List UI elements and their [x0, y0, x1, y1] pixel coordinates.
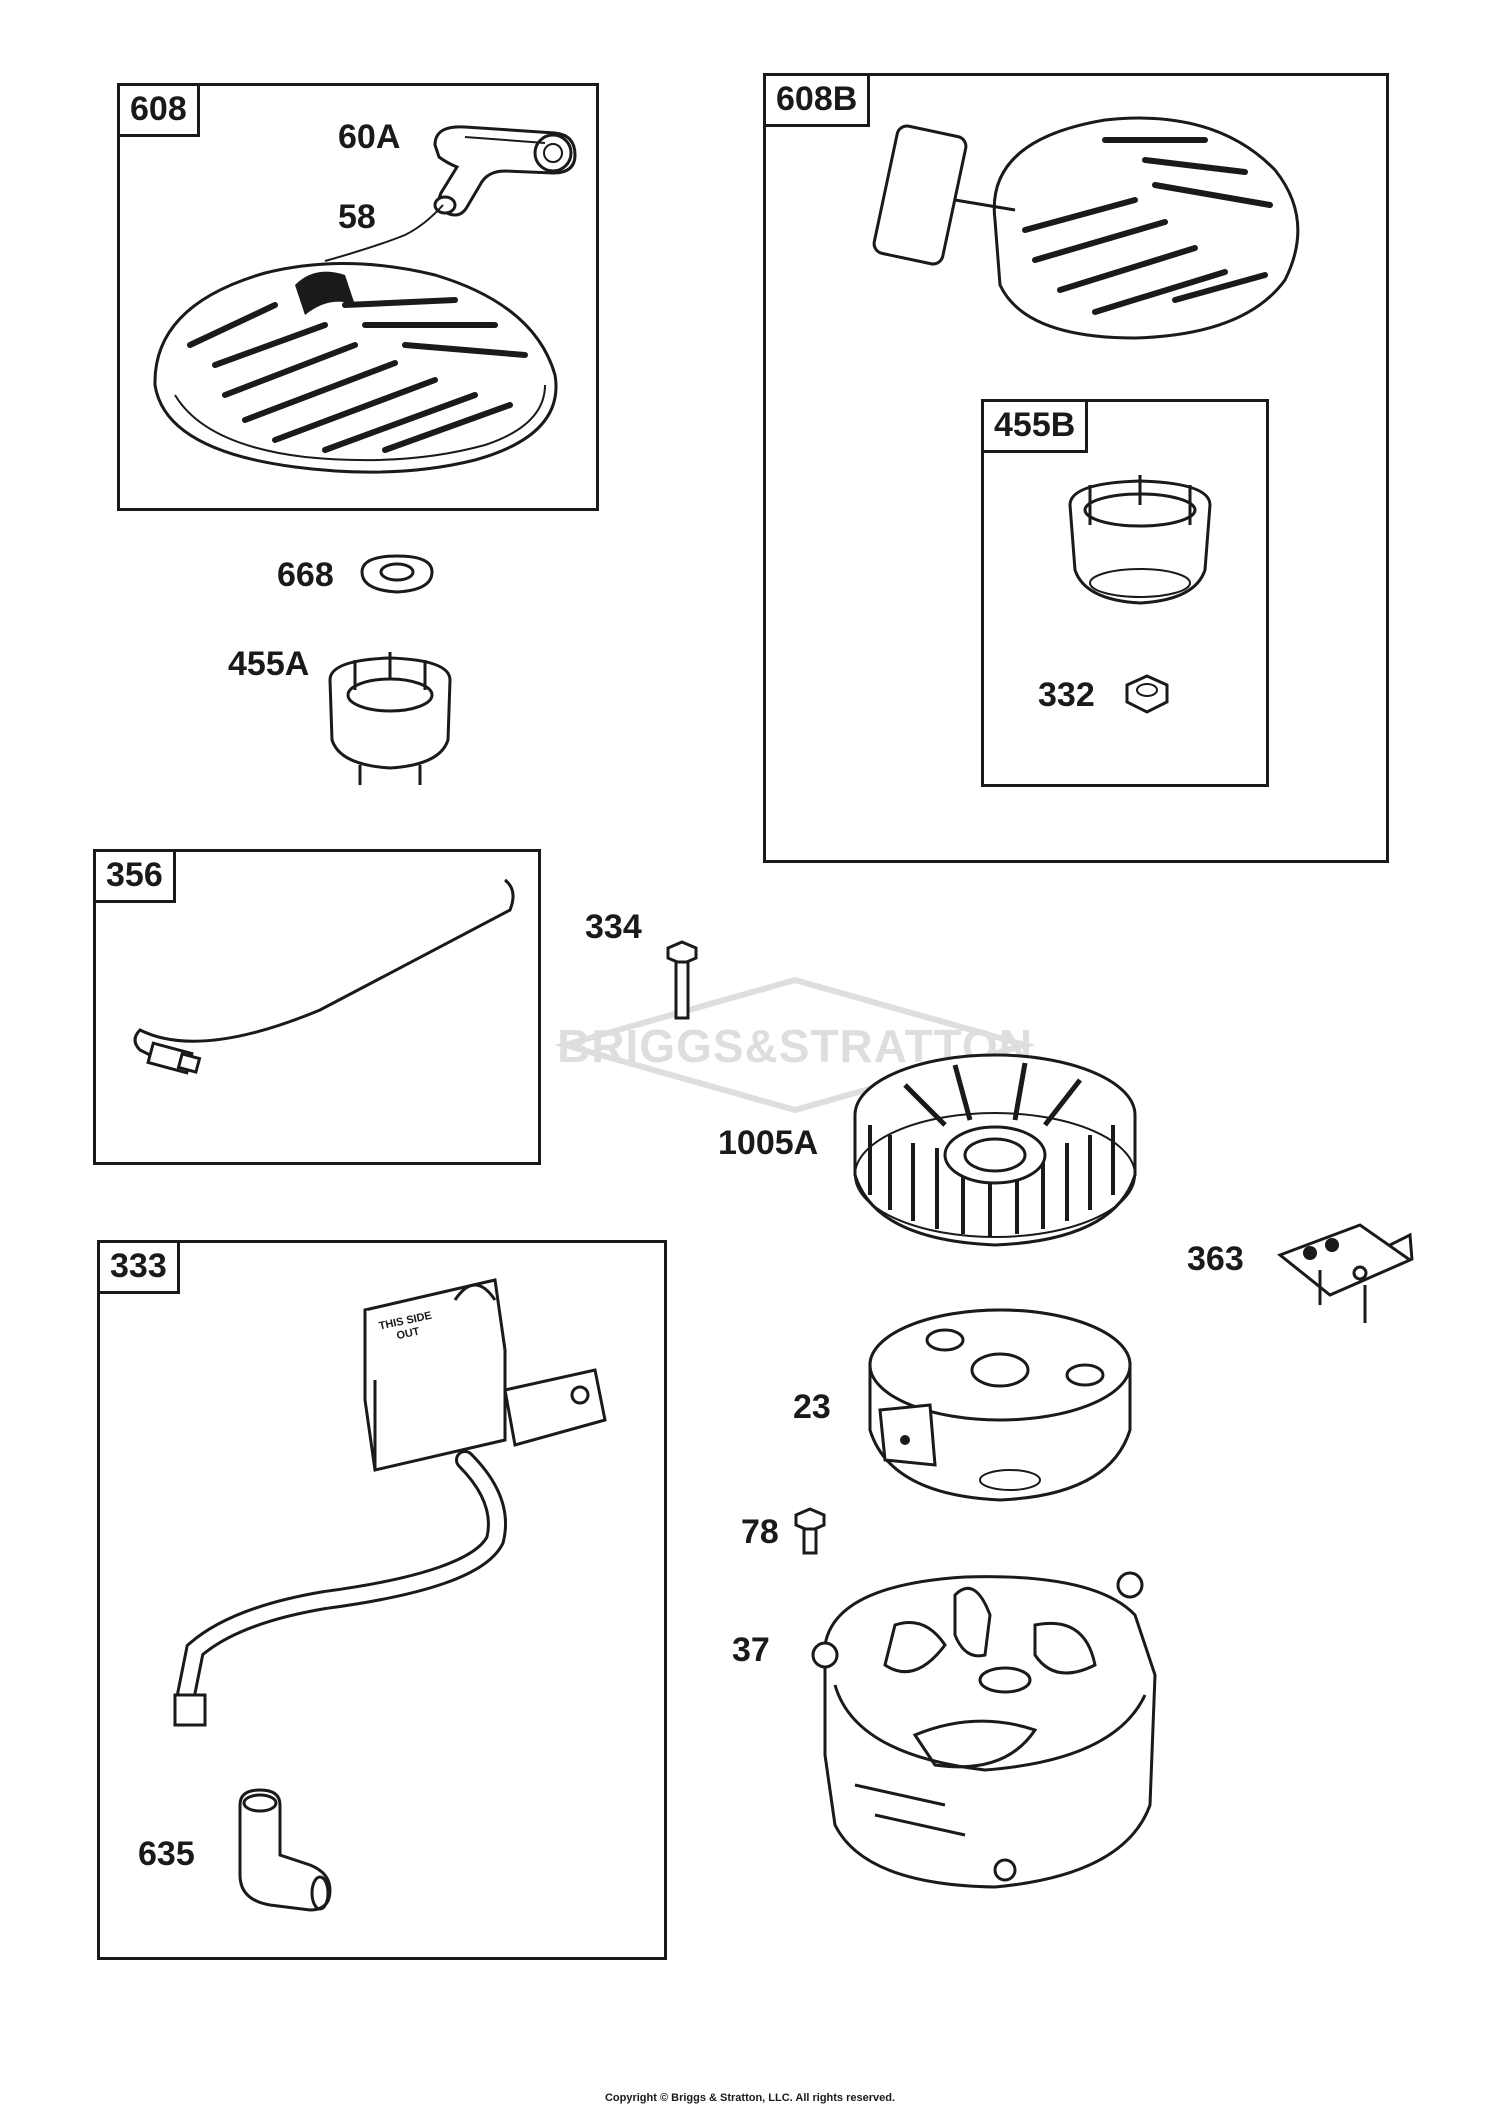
nut-332-drawing — [1125, 674, 1169, 714]
part-label-37: 37 — [732, 1631, 770, 1669]
group-box-608: 608 — [117, 83, 599, 511]
flywheel-1005a-drawing — [853, 1053, 1137, 1247]
housing-37-drawing — [811, 1571, 1157, 1889]
part-label-635: 635 — [138, 1835, 195, 1873]
part-label-1005a: 1005A — [718, 1124, 819, 1162]
part-label-60a: 60A — [338, 118, 401, 156]
copyright-notice: Copyright © Briggs & Stratton, LLC. All … — [604, 2092, 896, 2104]
group-box-455b: 455B — [981, 399, 1269, 787]
washer-668-drawing — [360, 554, 434, 594]
part-label-455a: 455A — [228, 645, 310, 683]
group-tag-356: 356 — [93, 849, 176, 903]
part-label-58: 58 — [338, 198, 376, 236]
rewind-starter-608b-drawing — [872, 116, 1300, 340]
bolt-334-drawing — [666, 940, 698, 1020]
part-label-332: 332 — [1038, 676, 1095, 714]
part-label-668: 668 — [277, 556, 334, 594]
part-label-78: 78 — [741, 1513, 779, 1551]
bracket-363-drawing — [1277, 1223, 1414, 1323]
group-tag-333: 333 — [97, 1240, 180, 1294]
group-tag-455b: 455B — [981, 399, 1089, 453]
magnet-rotor-23-drawing — [868, 1308, 1132, 1502]
group-box-356: 356 — [93, 849, 541, 1165]
part-label-334: 334 — [585, 908, 642, 946]
group-tag-608: 608 — [117, 83, 200, 137]
group-box-333: 333 — [97, 1240, 667, 1960]
starter-rope-drawing — [324, 204, 444, 262]
starter-cup-455a-drawing — [328, 652, 452, 785]
starter-cup-455b-drawing — [1068, 475, 1212, 605]
ground-wire-356-drawing — [133, 878, 515, 1075]
rewind-starter-608-drawing — [153, 262, 558, 474]
watermark-diamond-logo — [553, 976, 1037, 1114]
group-tag-608b: 608B — [763, 73, 871, 127]
spark-plug-boot-635-drawing — [238, 1788, 332, 1912]
part-label-363: 363 — [1187, 1240, 1244, 1278]
ignition-coil-333-drawing — [173, 1278, 607, 1727]
screw-78-drawing — [794, 1507, 826, 1555]
group-box-608b: 608B — [763, 73, 1389, 863]
part-label-23: 23 — [793, 1388, 831, 1426]
